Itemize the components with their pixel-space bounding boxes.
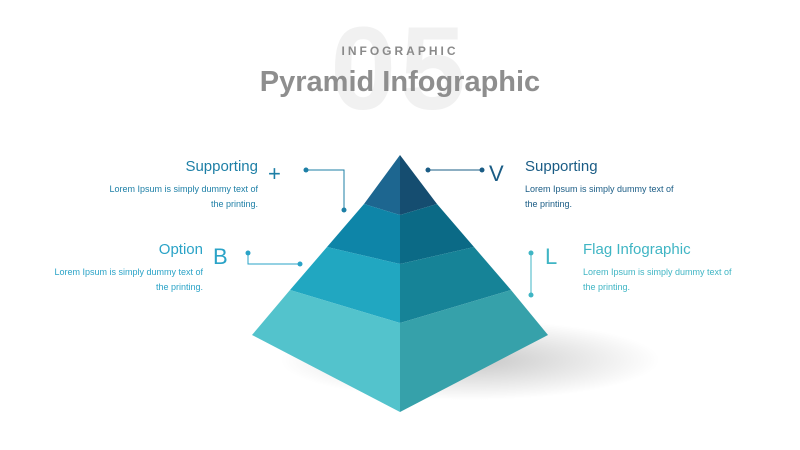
connector-top-right [425,167,485,173]
connector-bottom-left-dot-end [297,261,303,267]
tier-2-left-face [327,204,400,264]
callout-bottom-left-text: Lorem Ipsum is simply dummy text of the … [54,267,203,292]
callout-bottom-right-text: Lorem Ipsum is simply dummy text of the … [583,267,732,292]
tier-3-left-face [290,247,400,323]
tier-2-right-face [400,204,474,264]
background-number: 05 [330,3,470,135]
connector-bottom-right [528,250,534,298]
pyramid-tier-3 [290,247,511,323]
connector-top-left-line [306,169,345,210]
callout-top-right-heading: Supporting [525,158,598,175]
connector-top-left [303,167,347,213]
connector-bottom-right-dot-end [528,292,534,298]
pyramid-tier-2 [327,204,474,264]
callout-bottom-left: Option Lorem Ipsum is simply dummy text … [45,241,203,295]
letter-l-icon: L [545,244,558,269]
tier-4-right-face [400,290,548,412]
page-title: Pyramid Infographic [259,66,541,98]
tier-1-left-face [364,155,400,215]
callout-bottom-right-heading: Flag Infographic [583,241,691,258]
connector-bottom-left-line [247,253,300,265]
callout-top-right-text: Lorem Ipsum is simply dummy text of the … [525,184,674,209]
callout-top-right: Supporting Lorem Ipsum is simply dummy t… [525,158,685,212]
connector-top-right-dot-end [479,167,485,173]
letter-plus-icon: + [268,161,281,186]
callout-top-left-heading: Supporting [185,158,258,175]
tier-4-left-face [252,290,400,412]
callout-top-left: Supporting Lorem Ipsum is simply dummy t… [100,158,258,212]
callout-bottom-left-heading: Option [158,241,203,258]
pyramid-tier-4 [252,290,548,412]
callout-top-left-text: Lorem Ipsum is simply dummy text of the … [109,184,258,209]
tier-3-right-face [400,247,511,323]
callout-bottom-right: Flag Infographic Lorem Ipsum is simply d… [583,241,743,295]
letter-v-icon: V [489,161,504,186]
connector-bottom-left [245,250,303,267]
connector-top-left-dot-end [341,207,347,213]
tier-1-right-face [400,155,437,215]
pyramid-tier-1 [364,155,437,215]
letter-b-icon: B [213,244,228,269]
eyebrow-label: INFOGRAPHIC [341,44,459,58]
